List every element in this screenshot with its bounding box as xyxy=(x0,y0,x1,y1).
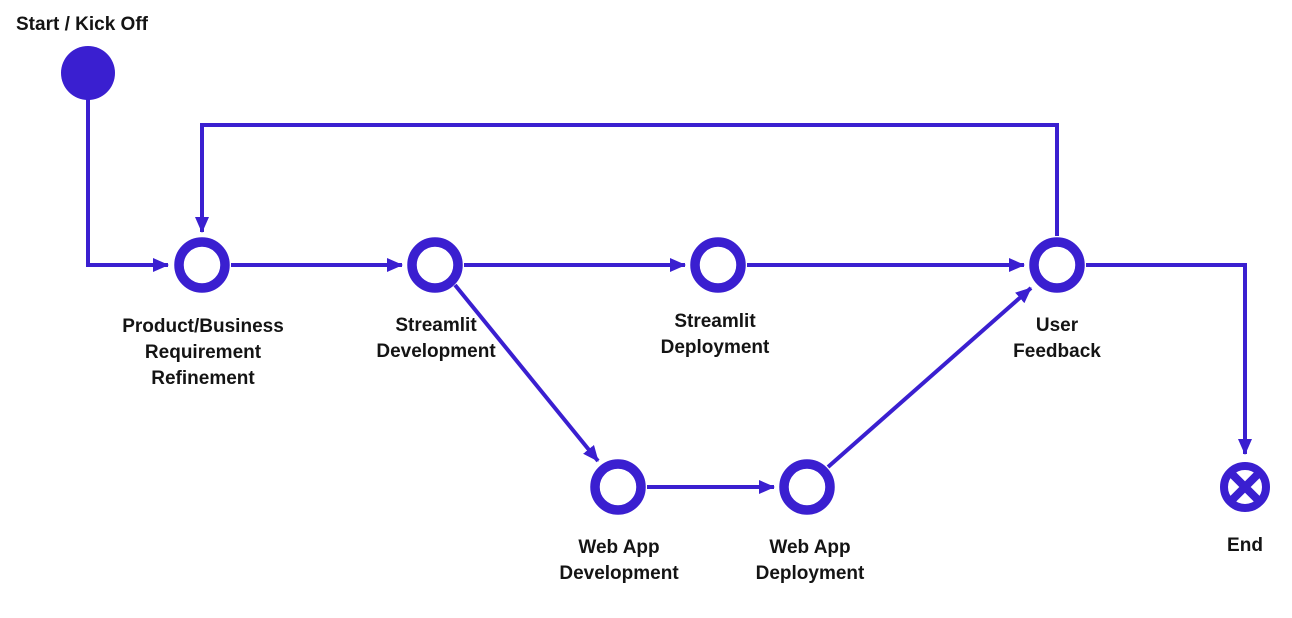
edge-start-to-requirement xyxy=(86,99,169,272)
node-label-streamlit-deployment: Streamlit Deployment xyxy=(660,311,770,358)
node-start-circle xyxy=(61,46,115,100)
edge-user-feedback-to-end xyxy=(1086,263,1252,455)
node-label-requirement: Product/Business Requirement Refinement xyxy=(122,316,284,389)
node-streamlit-deploy-circle xyxy=(690,237,746,293)
node-label-webapp-deployment: Web App Deployment xyxy=(755,537,865,584)
edge-webapp-deploy-to-user-feedback xyxy=(826,286,1033,469)
node-webapp-dev-circle xyxy=(590,459,646,515)
node-end-circle-cross xyxy=(1220,462,1270,512)
edge-user-feedback-to-requirement-loop xyxy=(195,123,1059,236)
node-label-streamlit-development: Streamlit Development xyxy=(376,315,496,362)
node-streamlit-dev-circle xyxy=(407,237,463,293)
node-label-start: Start / Kick Off xyxy=(16,14,148,35)
node-label-user-feedback: User Feedback xyxy=(1013,315,1101,362)
node-label-end: End xyxy=(1227,535,1263,556)
edge-streamlit-dev-to-webapp-dev xyxy=(453,283,600,463)
node-label-webapp-development: Web App Development xyxy=(559,537,679,584)
node-user-feedback-circle xyxy=(1029,237,1085,293)
node-requirement-circle xyxy=(174,237,230,293)
node-webapp-deploy-circle xyxy=(779,459,835,515)
